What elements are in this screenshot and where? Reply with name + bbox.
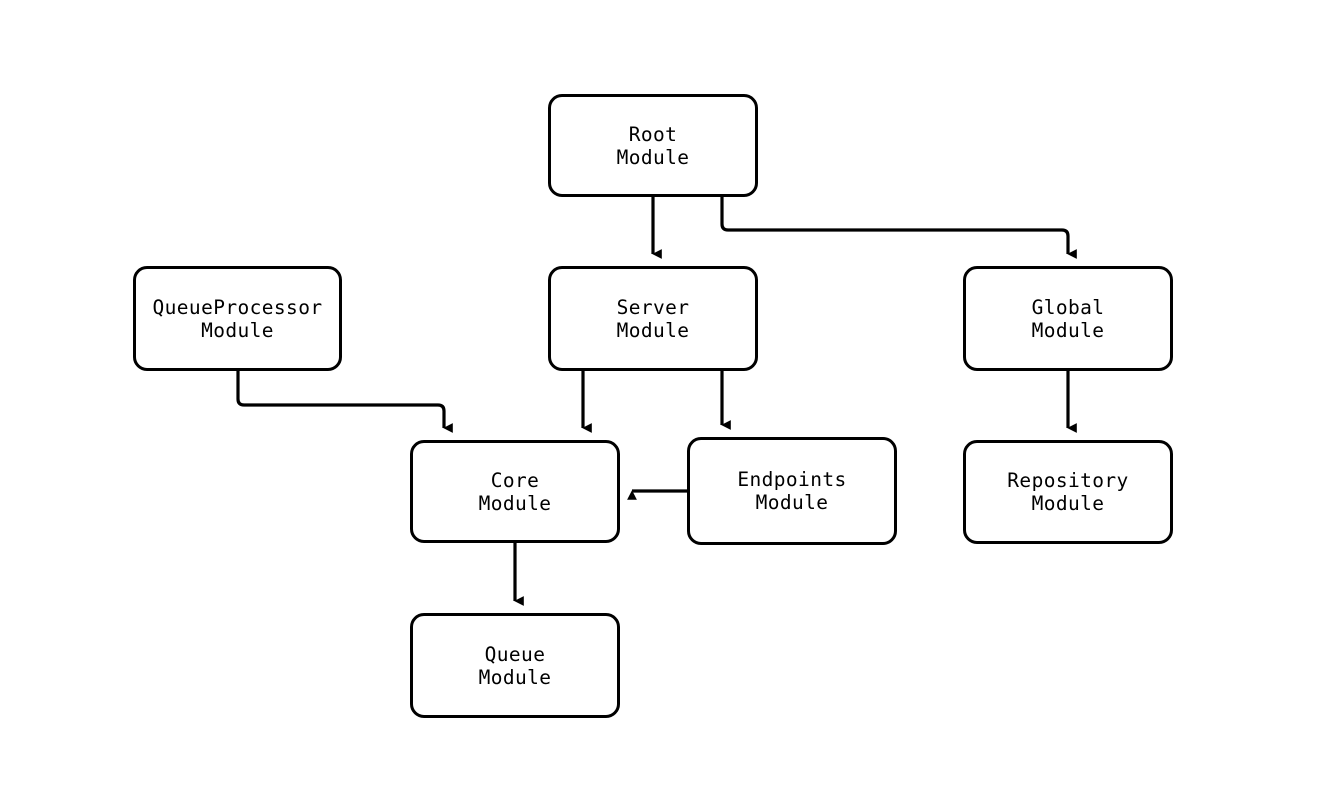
node-title: Core [490,468,540,492]
node-title: Endpoints [737,468,847,491]
node-title: QueueProcessor [152,295,323,319]
node-title: Server [616,295,690,319]
node-repository-module[interactable]: Repository Module [963,440,1173,544]
node-subtitle: Module [201,318,274,342]
node-subtitle: Module [616,145,690,169]
node-title: Repository [1007,469,1129,492]
node-global-module[interactable]: Global Module [963,266,1173,371]
node-title: Root [628,122,678,146]
node-queueprocessor-module[interactable]: QueueProcessor Module [133,266,342,371]
node-root-module[interactable]: Root Module [548,94,758,197]
node-subtitle: Module [755,491,829,514]
node-subtitle: Module [478,491,552,515]
node-queue-module[interactable]: Queue Module [410,613,620,718]
edge-queueprocessor-to-core [236,371,453,433]
edge-root-to-global [720,197,1077,259]
node-subtitle: Module [616,318,690,342]
node-subtitle: Module [1031,318,1105,342]
node-subtitle: Module [478,665,552,689]
node-title: Global [1031,295,1105,319]
node-title: Queue [484,642,546,666]
node-subtitle: Module [1031,492,1105,515]
node-endpoints-module[interactable]: Endpoints Module [687,437,897,545]
node-core-module[interactable]: Core Module [410,440,620,543]
node-server-module[interactable]: Server Module [548,266,758,371]
